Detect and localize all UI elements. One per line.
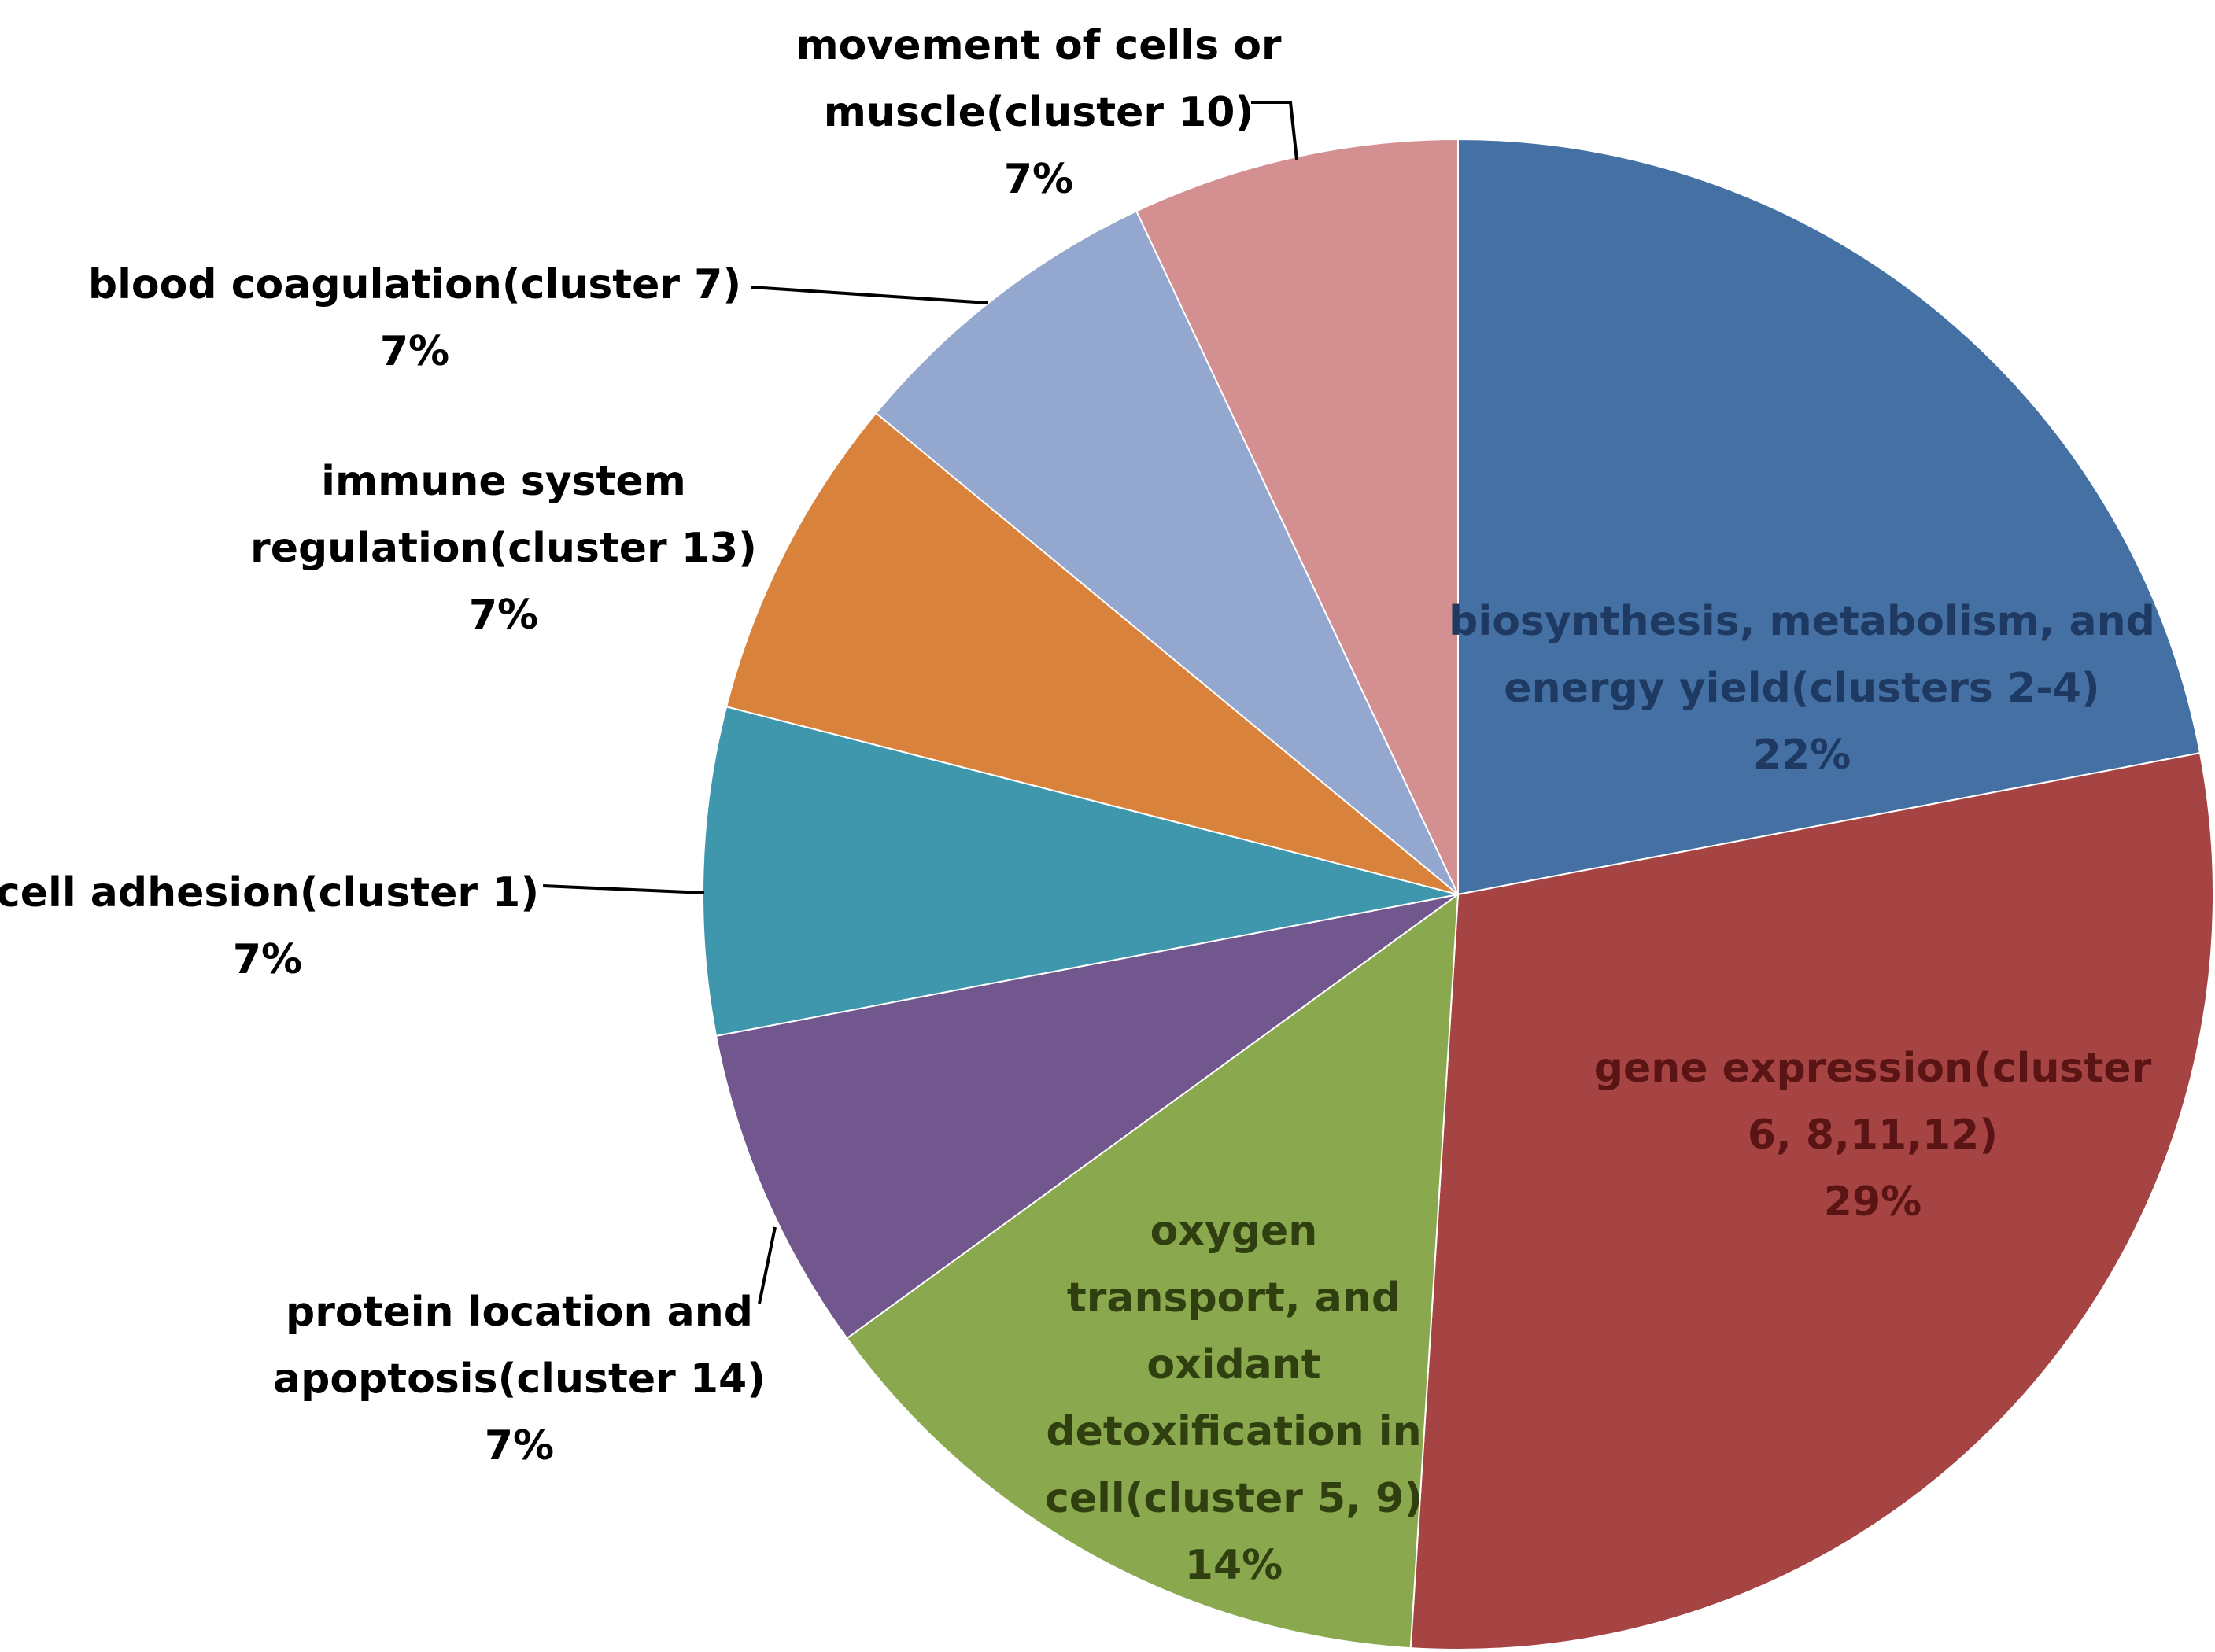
slice-label-7: blood coagulation(cluster 7) <box>88 261 741 308</box>
leader-line-8 <box>1251 101 1298 160</box>
slice-label-5: cell adhesion(cluster 1) <box>0 869 539 916</box>
leader-line-5 <box>542 884 705 894</box>
slice-label-1: biosynthesis, metabolism, and <box>1449 598 2155 645</box>
slice-label-3: transport, and <box>1067 1274 1401 1322</box>
slice-label-4: protein location and <box>286 1289 753 1336</box>
slice-label-3: cell(cluster 5, 9) <box>1045 1475 1423 1522</box>
leader-line-4 <box>758 1226 777 1304</box>
slice-label-6: regulation(cluster 13) <box>250 525 757 572</box>
slice-label-2: gene expression(cluster <box>1594 1045 2152 1092</box>
slice-labels: biosynthesis, metabolism, and energy yiel… <box>0 22 2155 1589</box>
pie-slice-5 <box>702 706 1459 1038</box>
slice-percent-3: 14% <box>1185 1542 1283 1589</box>
slice-label-2: 6, 8,11,12) <box>1748 1112 1998 1159</box>
slice-percent-1: 22% <box>1753 732 1851 779</box>
leader-lines <box>542 101 1298 1304</box>
pie-slices <box>702 138 2215 1650</box>
pie-slice-7 <box>874 210 1459 895</box>
slice-percent-8: 7% <box>1004 156 1073 203</box>
slice-percent-7: 7% <box>380 328 449 375</box>
pie-slice-4 <box>714 894 1459 1340</box>
slice-label-4: apoptosis(cluster 14) <box>273 1355 766 1403</box>
pie-slice-8 <box>1135 138 1459 895</box>
slice-label-8: movement of cells or <box>796 22 1281 69</box>
slice-percent-6: 7% <box>469 592 538 639</box>
slice-label-1: energy yield(clusters 2-4) <box>1504 665 2099 712</box>
pie-slice-2 <box>1409 751 2215 1650</box>
slice-label-3: detoxification in <box>1046 1408 1421 1455</box>
slice-label-8: muscle(cluster 10) <box>824 89 1253 136</box>
pie-slice-1 <box>1457 138 2202 896</box>
slice-label-6: immune system <box>321 458 686 505</box>
pie-slice-6 <box>725 411 1459 895</box>
slice-label-3: oxidant <box>1146 1341 1320 1388</box>
slice-percent-5: 7% <box>233 936 302 983</box>
leader-line-7 <box>751 286 988 304</box>
slice-percent-2: 29% <box>1824 1178 1922 1226</box>
slice-percent-4: 7% <box>485 1422 554 1469</box>
slice-label-3: oxygen <box>1150 1208 1318 1255</box>
pie-slice-3 <box>845 892 1460 1650</box>
